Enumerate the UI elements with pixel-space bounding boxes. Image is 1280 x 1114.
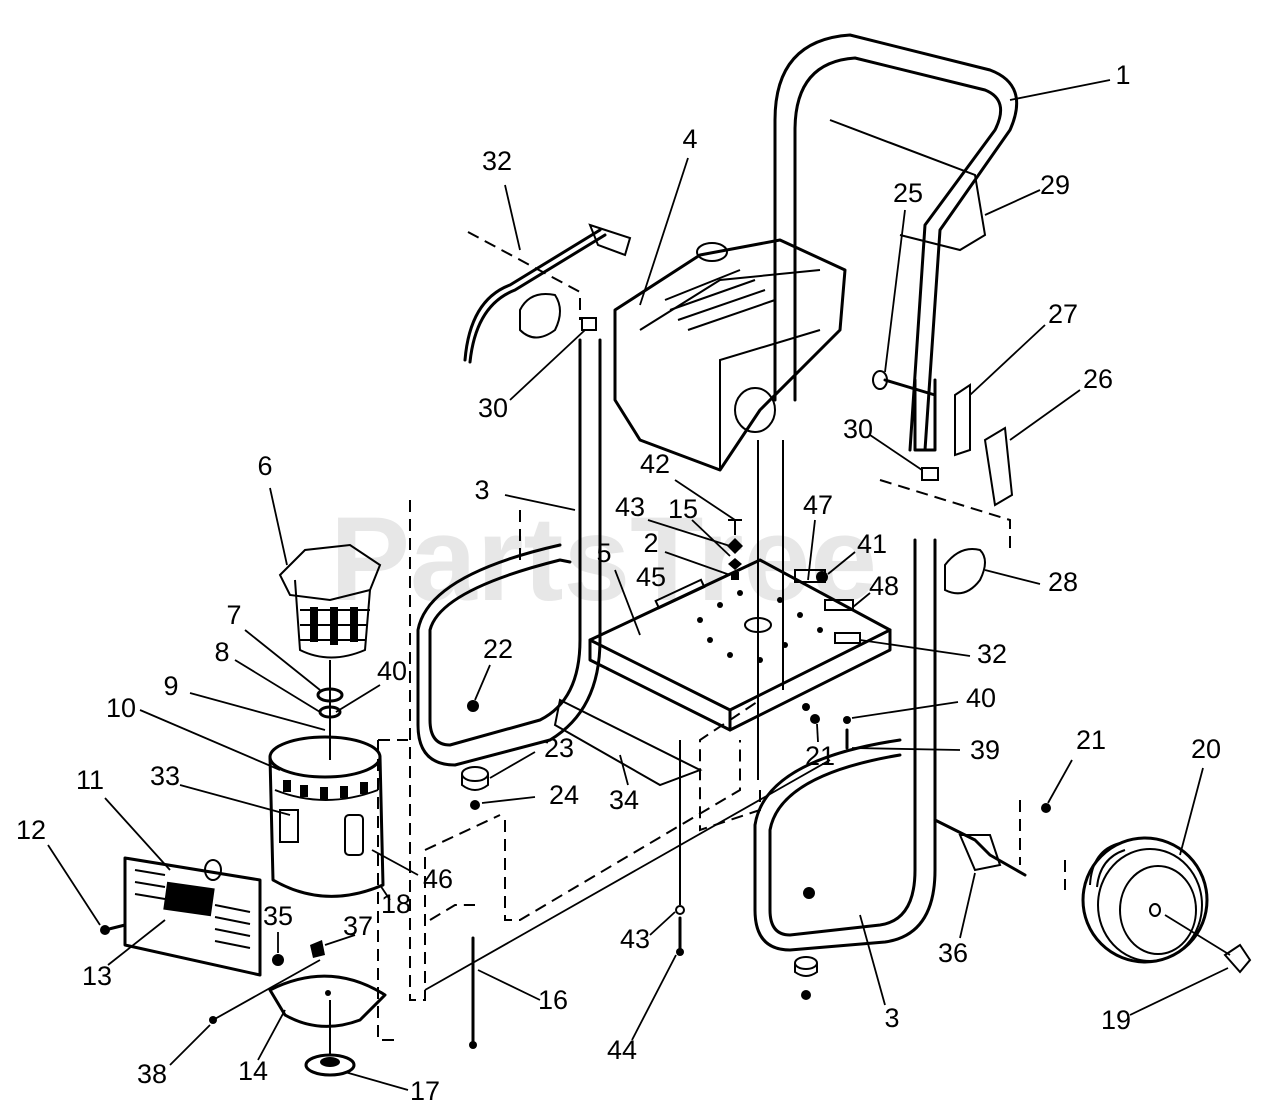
part-label-17[interactable]: 17 bbox=[410, 1076, 440, 1106]
part-label-47[interactable]: 47 bbox=[803, 490, 833, 520]
shaft-part-9[interactable] bbox=[189, 692, 326, 731]
part-label-21b[interactable]: 21 bbox=[1076, 725, 1106, 755]
foot-right[interactable] bbox=[794, 956, 818, 1000]
fan-part-6[interactable] bbox=[269, 487, 382, 659]
part-label-15[interactable]: 15 bbox=[668, 494, 698, 524]
part-label-22[interactable]: 22 bbox=[483, 634, 513, 664]
part-label-19[interactable]: 19 bbox=[1101, 1005, 1131, 1035]
frame-part-3-left[interactable] bbox=[416, 338, 602, 767]
pump-housing-part-10[interactable] bbox=[139, 709, 419, 898]
part-label-37[interactable]: 37 bbox=[343, 911, 373, 941]
clip-part-37[interactable] bbox=[310, 934, 356, 958]
part-label-30a[interactable]: 30 bbox=[478, 393, 508, 423]
screw-part-24[interactable] bbox=[470, 796, 536, 810]
part-label-1[interactable]: 1 bbox=[1115, 60, 1130, 90]
part-label-3a[interactable]: 3 bbox=[474, 475, 489, 505]
part-label-36[interactable]: 36 bbox=[938, 938, 968, 968]
bolt-part-39[interactable] bbox=[845, 728, 961, 751]
knob-part-28[interactable] bbox=[944, 548, 1041, 595]
bolt-part-25[interactable] bbox=[872, 209, 937, 397]
part-label-35[interactable]: 35 bbox=[263, 901, 293, 931]
part-label-16[interactable]: 16 bbox=[538, 985, 568, 1015]
bolt-part-44[interactable] bbox=[631, 916, 684, 1041]
part-label-3b[interactable]: 3 bbox=[884, 1003, 899, 1033]
part-label-10[interactable]: 10 bbox=[106, 693, 136, 723]
part-label-4[interactable]: 4 bbox=[682, 124, 697, 154]
part-label-28[interactable]: 28 bbox=[1048, 567, 1078, 597]
part-label-42[interactable]: 42 bbox=[640, 449, 670, 479]
part-label-25[interactable]: 25 bbox=[893, 178, 923, 208]
engine-part-4[interactable] bbox=[613, 157, 847, 472]
screw-part-21-right[interactable] bbox=[1041, 803, 1051, 813]
part-label-32b[interactable]: 32 bbox=[977, 639, 1007, 669]
part-label-32a[interactable]: 32 bbox=[482, 146, 512, 176]
part-label-38[interactable]: 38 bbox=[137, 1059, 167, 1089]
part-label-21a[interactable]: 21 bbox=[805, 741, 835, 771]
bracket-part-27[interactable] bbox=[954, 324, 1046, 457]
part-label-33[interactable]: 33 bbox=[150, 761, 180, 791]
part-label-40b[interactable]: 40 bbox=[966, 683, 996, 713]
handle-part-1[interactable] bbox=[773, 33, 1111, 452]
part-label-30b[interactable]: 30 bbox=[843, 414, 873, 444]
bracket-part-26[interactable] bbox=[983, 389, 1081, 507]
screw-part-21[interactable] bbox=[810, 714, 820, 743]
part-label-11[interactable]: 11 bbox=[76, 765, 104, 795]
part-label-12[interactable]: 12 bbox=[16, 815, 46, 845]
control-panel-part-11[interactable] bbox=[104, 797, 262, 977]
throttle-cable-part-32[interactable] bbox=[463, 184, 632, 364]
part-label-34[interactable]: 34 bbox=[609, 785, 639, 815]
part-label-39[interactable]: 39 bbox=[970, 735, 1000, 765]
screw-part-12[interactable] bbox=[47, 844, 127, 935]
part-label-44[interactable]: 44 bbox=[607, 1035, 637, 1065]
part-label-6[interactable]: 6 bbox=[257, 451, 272, 481]
washer-part-22[interactable] bbox=[467, 700, 479, 712]
nut-part-35[interactable] bbox=[272, 932, 284, 966]
part-label-13[interactable]: 13 bbox=[82, 961, 112, 991]
part-label-48[interactable]: 48 bbox=[869, 571, 899, 601]
part-label-9[interactable]: 9 bbox=[163, 671, 178, 701]
part-label-40a[interactable]: 40 bbox=[377, 656, 407, 686]
axle-bracket-part-36[interactable] bbox=[933, 818, 1027, 939]
hubcap-part-19[interactable] bbox=[1129, 914, 1252, 1016]
rod-part-16[interactable] bbox=[469, 936, 541, 1049]
part-label-43a[interactable]: 43 bbox=[615, 492, 645, 522]
knob-part-30-left[interactable] bbox=[509, 293, 597, 401]
part-label-24[interactable]: 24 bbox=[549, 780, 579, 810]
part-label-43b[interactable]: 43 bbox=[620, 924, 650, 954]
part-label-45[interactable]: 45 bbox=[636, 562, 666, 592]
part-label-27[interactable]: 27 bbox=[1048, 299, 1078, 329]
part-label-2[interactable]: 2 bbox=[643, 528, 658, 558]
fastener-stack[interactable] bbox=[647, 479, 856, 583]
part-label-14[interactable]: 14 bbox=[238, 1056, 268, 1086]
frame-part-3-right[interactable] bbox=[753, 538, 937, 1006]
washer-part-8[interactable] bbox=[234, 659, 342, 719]
mount-part-17[interactable] bbox=[304, 1053, 409, 1091]
part-label-26[interactable]: 26 bbox=[1083, 364, 1113, 394]
watermark: PartsTree bbox=[330, 492, 877, 626]
base-plate-part-14[interactable] bbox=[257, 974, 387, 1061]
part-label-46[interactable]: 46 bbox=[423, 864, 453, 894]
part-label-20[interactable]: 20 bbox=[1191, 734, 1221, 764]
wheel-part-20[interactable] bbox=[1081, 767, 1209, 964]
part-label-29[interactable]: 29 bbox=[1040, 170, 1070, 200]
part-label-8[interactable]: 8 bbox=[214, 637, 229, 667]
part-label-5[interactable]: 5 bbox=[596, 538, 611, 568]
washer-part-43[interactable] bbox=[649, 905, 685, 936]
washer-part-7[interactable] bbox=[244, 629, 344, 703]
part-label-41[interactable]: 41 bbox=[857, 529, 887, 559]
screw-part-38[interactable] bbox=[169, 959, 321, 1066]
washer-part-40[interactable] bbox=[843, 701, 959, 724]
decal-part-34[interactable] bbox=[553, 698, 703, 787]
foot-part-23[interactable] bbox=[461, 751, 536, 791]
part-label-7[interactable]: 7 bbox=[226, 600, 241, 630]
part-label-18[interactable]: 18 bbox=[381, 889, 411, 919]
part-label-23[interactable]: 23 bbox=[544, 733, 574, 763]
